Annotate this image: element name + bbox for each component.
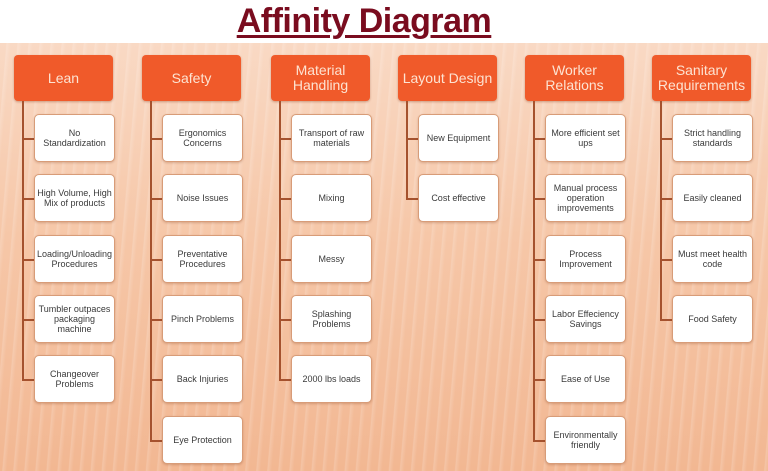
card-item: Loading/Unloading Procedures xyxy=(34,235,115,283)
card-item: Transport of raw materials xyxy=(291,114,372,162)
connector-branch xyxy=(533,138,545,140)
connector-branch xyxy=(533,198,545,200)
connector-branch xyxy=(150,379,162,381)
connector-branch xyxy=(533,319,545,321)
card-item: Must meet health code xyxy=(672,235,753,283)
connector-vertical xyxy=(22,101,24,379)
column-layout-design: Layout Design New Equipment Cost effecti… xyxy=(398,43,508,471)
connector-branch xyxy=(150,138,162,140)
header-sanitary-requirements: Sanitary Requirements xyxy=(652,55,751,101)
card-item: Strict handling standards xyxy=(672,114,753,162)
card-item: Changeover Problems xyxy=(34,355,115,403)
card-item: Cost effective xyxy=(418,174,499,222)
card-item: Process Improvement xyxy=(545,235,626,283)
column-worker-relations: Worker Relations More efficient set ups … xyxy=(525,43,635,471)
column-material-handling: Material Handling Transport of raw mater… xyxy=(271,43,381,471)
card-item: Back Injuries xyxy=(162,355,243,403)
card-item: Environmentally friendly xyxy=(545,416,626,464)
header-worker-relations: Worker Relations xyxy=(525,55,624,101)
column-safety: Safety Ergonomics Concerns Noise Issues … xyxy=(142,43,252,471)
diagram-title: Affinity Diagram xyxy=(236,2,492,40)
card-item: Easily cleaned xyxy=(672,174,753,222)
connector-branch xyxy=(279,138,291,140)
card-item: Tumbler outpaces packaging machine xyxy=(34,295,115,343)
connector-branch xyxy=(533,440,545,442)
connector-branch xyxy=(150,259,162,261)
card-item: Noise Issues xyxy=(162,174,243,222)
card-item: High Volume, High Mix of products xyxy=(34,174,115,222)
card-item: Messy xyxy=(291,235,372,283)
card-item: Ergonomics Concerns xyxy=(162,114,243,162)
connector-branch xyxy=(22,198,34,200)
connector-branch xyxy=(22,138,34,140)
connector-branch xyxy=(533,379,545,381)
card-item: Mixing xyxy=(291,174,372,222)
card-item: Splashing Problems xyxy=(291,295,372,343)
card-item: New Equipment xyxy=(418,114,499,162)
card-item: Ease of Use xyxy=(545,355,626,403)
card-item: No Standardization xyxy=(34,114,115,162)
header-lean: Lean xyxy=(14,55,113,101)
connector-vertical xyxy=(279,101,281,379)
connector-branch xyxy=(22,379,34,381)
connector-branch xyxy=(279,259,291,261)
connector-branch xyxy=(279,198,291,200)
card-item: Eye Protection xyxy=(162,416,243,464)
card-item: Labor Effeciency Savings xyxy=(545,295,626,343)
connector-vertical xyxy=(660,101,662,320)
column-sanitary-requirements: Sanitary Requirements Strict handling st… xyxy=(652,43,762,471)
title-band: Affinity Diagram xyxy=(0,0,768,43)
connector-vertical xyxy=(533,101,535,440)
column-lean: Lean No Standardization High Volume, Hig… xyxy=(14,43,124,471)
connector-branch xyxy=(279,319,291,321)
connector-branch xyxy=(660,319,672,321)
card-item: Pinch Problems xyxy=(162,295,243,343)
connector-branch xyxy=(22,259,34,261)
header-layout-design: Layout Design xyxy=(398,55,497,101)
connector-branch xyxy=(150,319,162,321)
connector-branch xyxy=(150,198,162,200)
connector-branch xyxy=(660,259,672,261)
connector-vertical xyxy=(406,101,408,199)
connector-branch xyxy=(279,379,291,381)
connector-branch xyxy=(150,440,162,442)
connector-branch xyxy=(406,198,418,200)
card-item: 2000 lbs loads xyxy=(291,355,372,403)
header-material-handling: Material Handling xyxy=(271,55,370,101)
card-item: More efficient set ups xyxy=(545,114,626,162)
card-item: Preventative Procedures xyxy=(162,235,243,283)
diagram-canvas: Lean No Standardization High Volume, Hig… xyxy=(0,43,768,471)
connector-branch xyxy=(22,319,34,321)
header-safety: Safety xyxy=(142,55,241,101)
connector-branch xyxy=(660,138,672,140)
card-item: Manual process operation improvements xyxy=(545,174,626,222)
card-item: Food Safety xyxy=(672,295,753,343)
connector-branch xyxy=(660,198,672,200)
connector-vertical xyxy=(150,101,152,440)
connector-branch xyxy=(533,259,545,261)
connector-branch xyxy=(406,138,418,140)
